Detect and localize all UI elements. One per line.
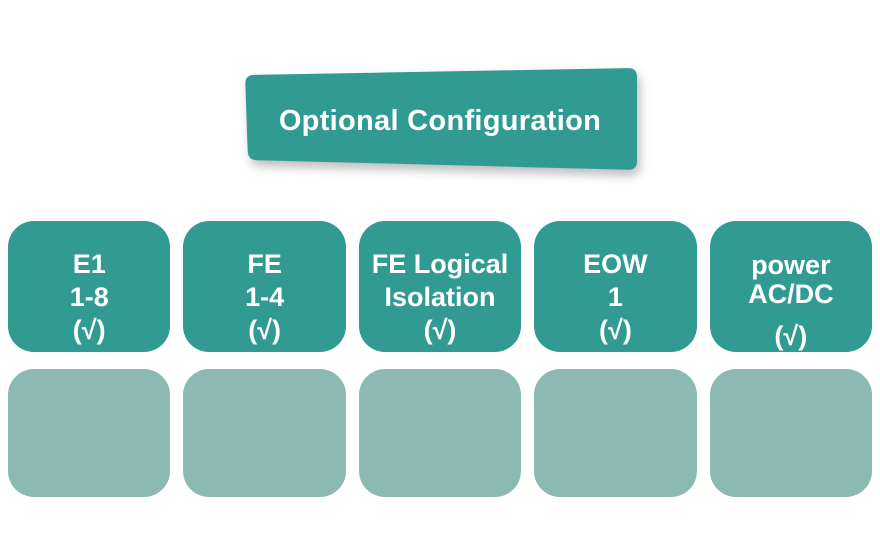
option-check: (√) (423, 315, 457, 345)
option-range: 1-8 (69, 282, 109, 312)
option-range: 1 (607, 282, 623, 312)
option-card-fe-logical-isolation: FE Logical Isolation (√) (358, 221, 522, 352)
option-label: FE (247, 249, 282, 279)
banner: Optional Configuration (240, 60, 640, 175)
option-card-eow: EOW 1 (√) (534, 221, 697, 352)
option-check: (√) (774, 321, 808, 351)
placeholder-card (534, 369, 697, 497)
placeholder-card (8, 369, 171, 497)
placeholder-card (358, 369, 522, 497)
option-check: (√) (72, 315, 106, 345)
placeholder-card (709, 369, 873, 497)
option-label-2: Isolation (384, 282, 496, 312)
banner-shape (245, 68, 637, 170)
option-card-e1: E1 1-8 (√) (8, 221, 171, 352)
option-range: AC/DC (748, 279, 834, 309)
banner-title: Optional Configuration (278, 104, 602, 137)
option-label: FE Logical (371, 249, 509, 279)
option-label: power (751, 250, 831, 280)
option-card-power: power AC/DC (√) (709, 221, 873, 352)
option-label: E1 (72, 249, 106, 279)
placeholder-card (183, 369, 346, 497)
option-label: EOW (583, 249, 648, 279)
placeholder-row (8, 369, 873, 497)
option-check: (√) (248, 315, 282, 345)
option-check: (√) (599, 315, 632, 345)
option-range: 1-4 (245, 282, 285, 312)
option-card-fe: FE 1-4 (√) (183, 221, 346, 352)
options-row: E1 1-8 (√) FE 1-4 (√) FE Logical Isolati… (8, 221, 873, 352)
